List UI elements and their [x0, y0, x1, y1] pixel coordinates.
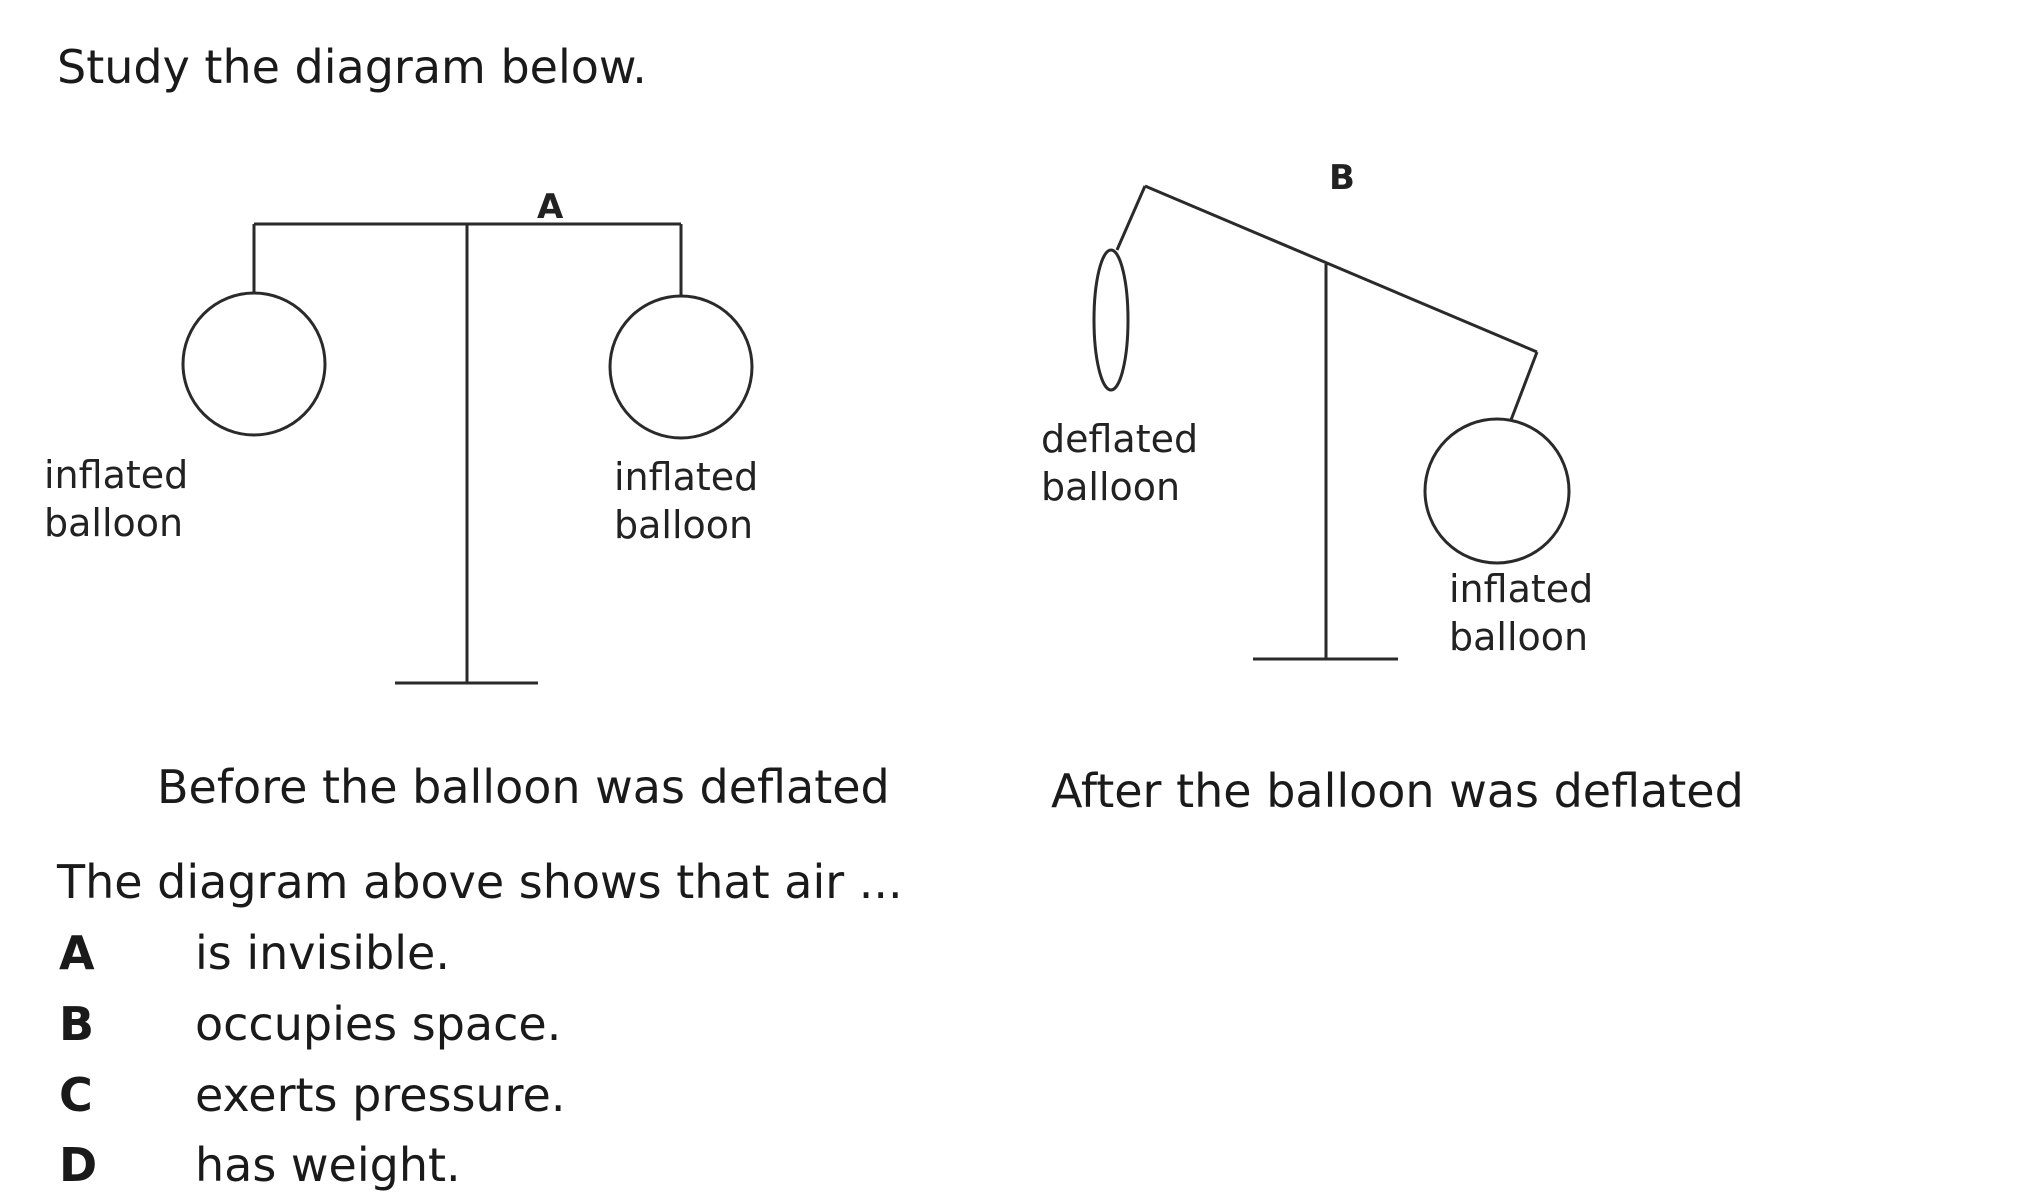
option-text: occupies space.: [195, 997, 562, 1051]
after-left-label-line1: deflated: [1041, 417, 1198, 461]
option-letter: D: [59, 1138, 98, 1192]
marker-a: A: [537, 187, 564, 227]
deflated-balloon: [1092, 248, 1130, 392]
after-inflated-balloon: [1423, 417, 1571, 565]
after-right-label-line2: balloon: [1449, 615, 1588, 659]
balance-after-beam: [1144, 184, 1538, 354]
marker-b: B: [1329, 158, 1355, 198]
before-left-label-line2: balloon: [44, 501, 183, 545]
option-b[interactable]: B occupies space.: [57, 1001, 757, 1057]
before-left-label-line1: inflated: [44, 453, 188, 497]
before-right-label-line1: inflated: [614, 455, 758, 499]
caption-before: Before the balloon was deflated: [157, 760, 890, 814]
left-inflated-balloon: [181, 291, 327, 437]
balance-before: [181, 222, 754, 685]
caption-after: After the balloon was deflated: [1051, 764, 1744, 818]
option-letter: B: [59, 997, 95, 1051]
option-letter: A: [59, 926, 95, 980]
instruction-text: Study the diagram below.: [57, 40, 647, 94]
balance-after: [1092, 184, 1571, 661]
option-text: has weight.: [195, 1138, 461, 1192]
question-stem: The diagram above shows that air ...: [57, 855, 903, 909]
before-right-label-line2: balloon: [614, 503, 753, 547]
after-left-label-line2: balloon: [1041, 465, 1180, 509]
option-letter: C: [59, 1068, 93, 1122]
right-inflated-balloon: [608, 294, 754, 440]
option-text: exerts pressure.: [195, 1068, 566, 1122]
option-c[interactable]: C exerts pressure.: [57, 1072, 757, 1128]
balance-after-left-string: [1115, 185, 1147, 251]
option-text: is invisible.: [195, 926, 450, 980]
balance-after-right-string: [1509, 351, 1539, 421]
after-right-label-line1: inflated: [1449, 567, 1593, 611]
option-d[interactable]: D has weight.: [57, 1142, 757, 1198]
option-a[interactable]: A is invisible.: [57, 930, 757, 986]
